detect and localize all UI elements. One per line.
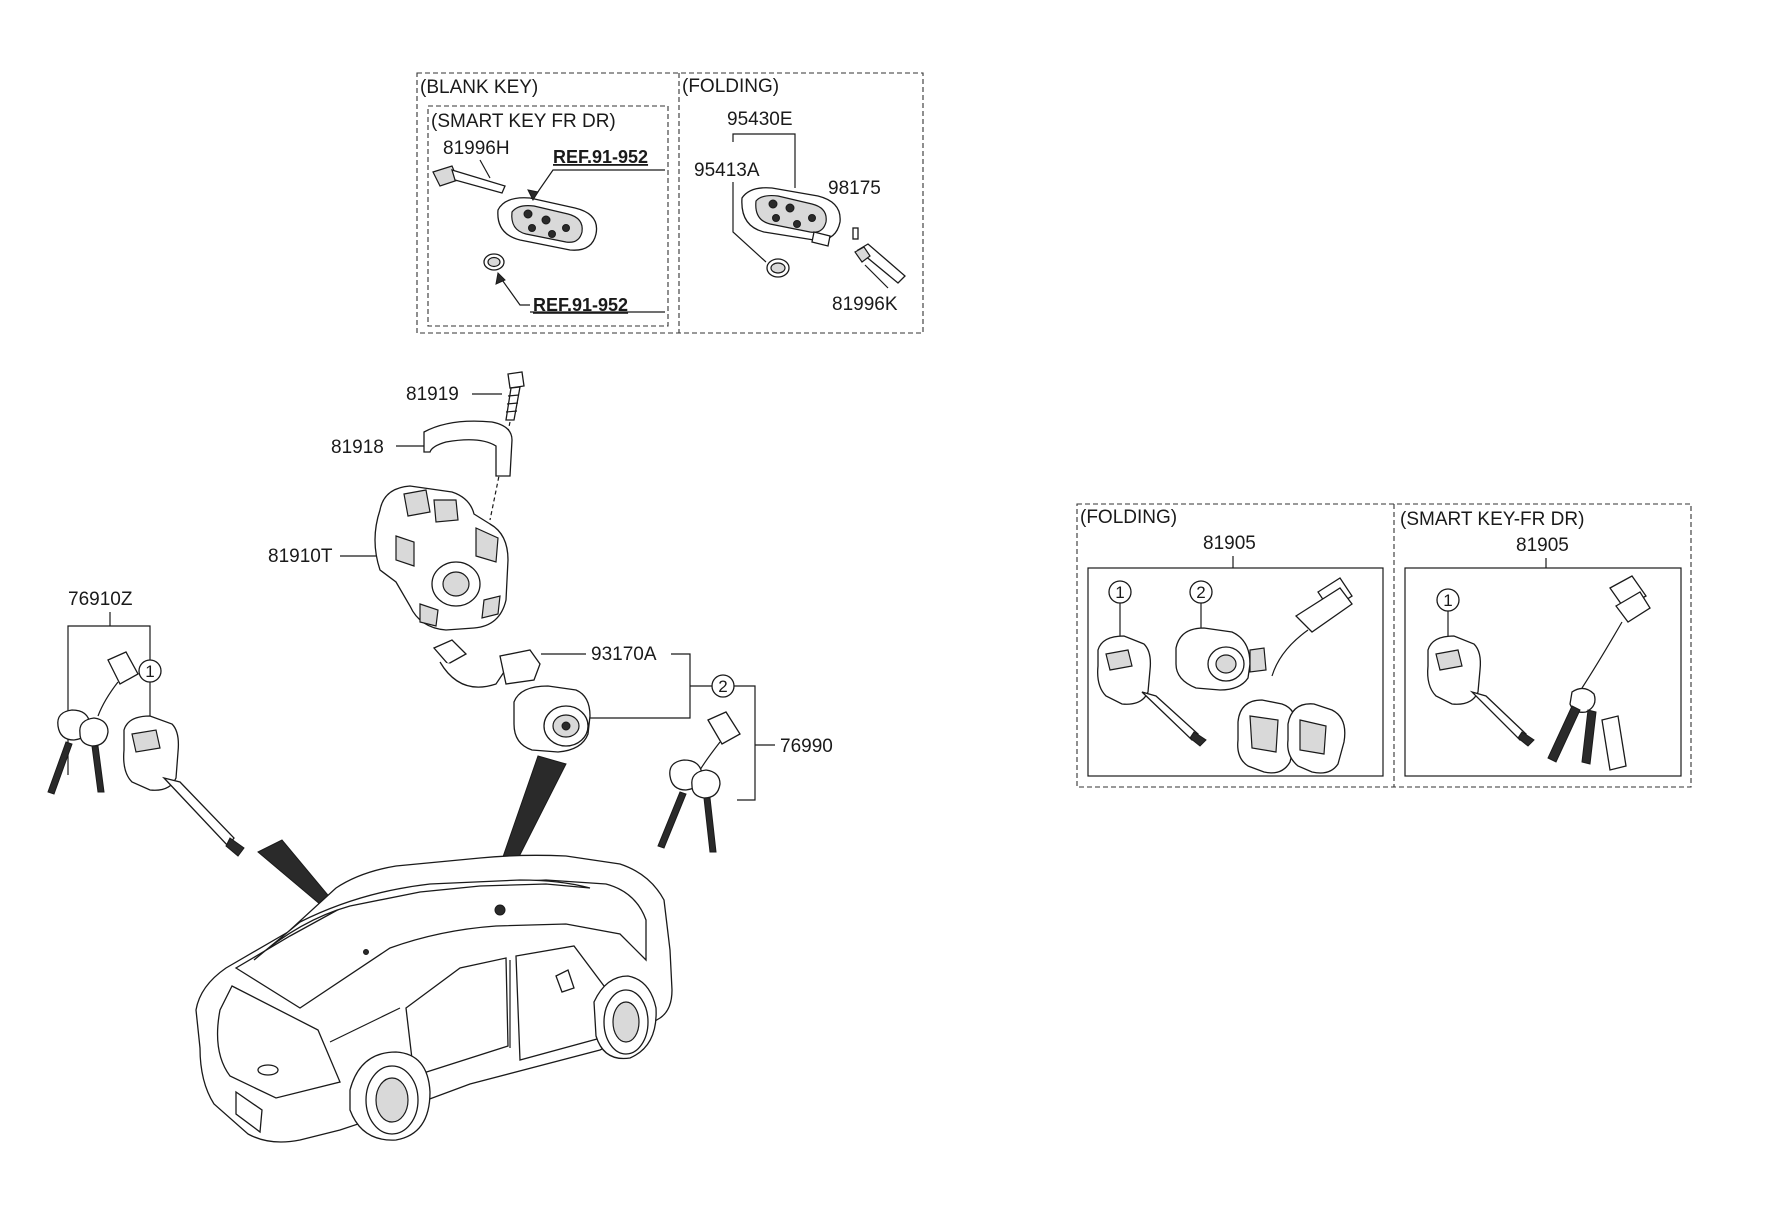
part-label-93170A: 93170A — [591, 644, 657, 665]
part-label-81905-folding: 81905 — [1203, 533, 1256, 554]
callout-1-smart-label: 1 — [1443, 591, 1452, 610]
part-label-76990: 76990 — [780, 736, 833, 757]
key-kit-outer-box — [416, 72, 924, 334]
folding-door-cylinder-icon — [1097, 635, 1207, 747]
folding-key-fob-icon — [741, 187, 841, 247]
part-label-81996H: 81996H — [443, 138, 510, 159]
callout-1-left-label: 1 — [145, 662, 154, 681]
ignition-cylinder-icon — [513, 685, 591, 753]
smart-key-inner-box — [427, 105, 669, 327]
part-label-81905-smart: 81905 — [1516, 535, 1569, 556]
lock-kit-group: (FOLDING) (SMART KEY-FR DR) 81905 1 2 — [1076, 503, 1692, 788]
folding-key-blade-icon — [854, 243, 906, 284]
keyset-76990-icon — [657, 711, 741, 853]
callout-2-center-label: 2 — [718, 677, 727, 696]
part-label-81918: 81918 — [331, 437, 384, 458]
wiring-clip-icon — [432, 639, 541, 688]
steering-lock-body-icon — [374, 485, 509, 631]
callout-1-folding-label: 1 — [1115, 583, 1124, 602]
part-label-81910T: 81910T — [268, 546, 333, 567]
smart-key-fr-dr-heading: (SMART KEY FR DR) — [431, 111, 616, 132]
lock-kit-outer-box — [1076, 503, 1692, 788]
smart-tag-and-keys-icon — [1547, 575, 1651, 771]
ref-label-lower: REF.91-952 — [533, 295, 628, 315]
folding-heading-right: (FOLDING) — [1080, 507, 1177, 528]
door-lock-cylinder-icon — [123, 715, 245, 857]
part-label-95413A: 95413A — [694, 160, 760, 181]
vehicle-illustration — [195, 854, 673, 1143]
part-label-98175: 98175 — [828, 178, 881, 199]
steering-lock-group: 81919 81918 81910T — [268, 371, 833, 853]
emergency-key-blade-icon — [432, 165, 506, 194]
ignition-location-dot — [494, 904, 506, 916]
ref-label-upper: REF.91-952 — [553, 147, 648, 167]
folding-tag-and-keys-icon — [1237, 577, 1353, 774]
door-lock-location-dot — [363, 949, 369, 955]
bolt-81919-icon — [505, 371, 525, 421]
part-label-81919: 81919 — [406, 384, 459, 405]
smart-key-fr-dr-heading-right: (SMART KEY-FR DR) — [1400, 509, 1584, 530]
keyset-76910Z-icon — [47, 651, 139, 795]
pin-98175-icon — [852, 227, 859, 240]
smart-kit-box — [1404, 567, 1682, 777]
folding-ignition-cylinder-icon — [1175, 627, 1267, 691]
door-lock-group: 76910Z 1 — [47, 589, 245, 857]
part-label-81996K: 81996K — [832, 294, 898, 315]
blank-key-heading: (BLANK KEY) — [420, 77, 538, 98]
smart-door-cylinder-icon — [1427, 635, 1535, 747]
callout-2-folding-label: 2 — [1196, 583, 1205, 602]
coin-battery-icon — [483, 253, 505, 271]
part-label-95430E: 95430E — [727, 109, 793, 130]
folding-heading-top: (FOLDING) — [682, 76, 779, 97]
folding-coin-battery-icon — [766, 258, 790, 278]
folding-kit-box — [1087, 567, 1384, 777]
part-label-76910Z: 76910Z — [68, 589, 133, 610]
bracket-81918-icon — [423, 420, 513, 477]
key-kit-group: (BLANK KEY) (SMART KEY FR DR) (FOLDING) … — [416, 72, 924, 334]
smart-key-fob-icon — [497, 197, 598, 251]
